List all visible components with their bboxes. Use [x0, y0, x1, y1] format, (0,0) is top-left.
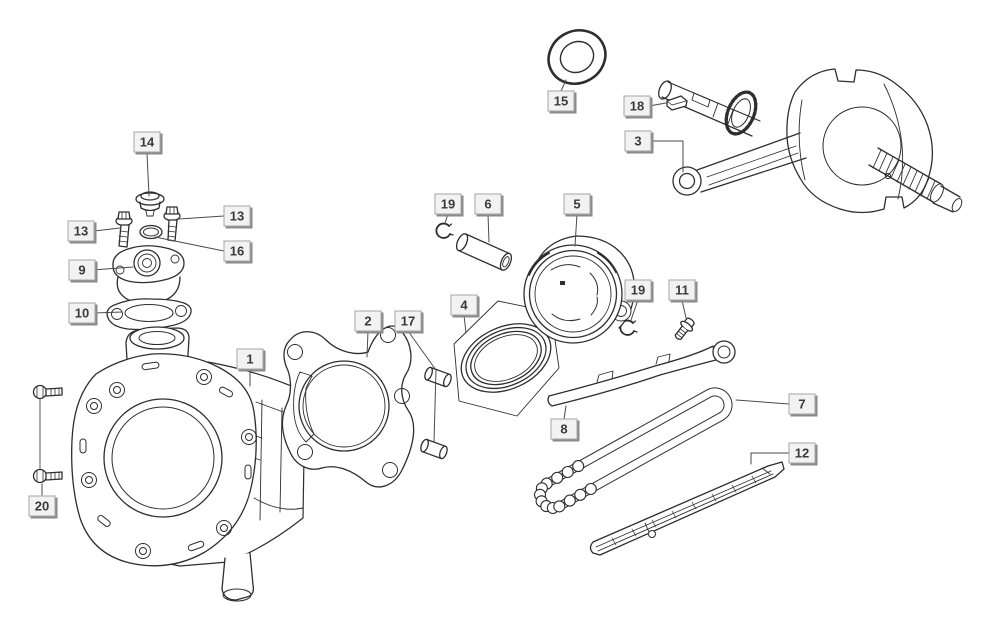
callout-13-right[interactable]: 13: [223, 205, 251, 227]
part-14-thermostat: [135, 191, 165, 217]
part-17-dowel-pins: [420, 366, 452, 460]
callout-17[interactable]: 17: [394, 310, 422, 332]
callout-11[interactable]: 11: [668, 279, 696, 301]
part-15-seal-ring: [547, 29, 607, 85]
callout-19-right[interactable]: 19: [624, 279, 652, 301]
part-13-bolt-right: [163, 206, 181, 242]
part-16-o-ring: [139, 224, 163, 240]
part-5-piston: [523, 235, 635, 344]
callout-10[interactable]: 10: [68, 302, 96, 324]
part-7-cam-chain: [533, 387, 733, 515]
callout-13-left[interactable]: 13: [67, 220, 95, 242]
callout-1[interactable]: 1: [236, 348, 264, 370]
part-19-circlip-left: [435, 222, 454, 239]
callout-7[interactable]: 7: [788, 393, 816, 415]
callout-3[interactable]: 3: [624, 130, 652, 152]
part-6-wrist-pin: [455, 233, 513, 271]
leader-lines: [41, 79, 790, 496]
part-10-housing-gasket: [106, 298, 192, 331]
part-13-bolt-left: [115, 211, 133, 248]
part-12-chain-guide-rail: [589, 461, 785, 556]
callout-2[interactable]: 2: [354, 310, 382, 332]
part-20-stud-bolts: [32, 384, 63, 484]
part-2-cylinder-gasket: [281, 325, 415, 488]
part-11-pivot-screw: [674, 317, 695, 341]
callout-4[interactable]: 4: [450, 294, 478, 316]
callout-15[interactable]: 15: [547, 90, 575, 112]
callout-14[interactable]: 14: [133, 131, 161, 153]
part-18-woodruff-key: [666, 95, 688, 111]
part-1-cylinder: [71, 326, 306, 602]
callout-6[interactable]: 6: [474, 193, 502, 215]
callout-20[interactable]: 20: [28, 495, 56, 517]
callout-9[interactable]: 9: [68, 259, 96, 281]
callout-16[interactable]: 16: [223, 240, 251, 262]
callout-5[interactable]: 5: [563, 193, 591, 215]
part-8-tensioner-blade: [547, 340, 736, 407]
callout-19-top[interactable]: 19: [434, 193, 462, 215]
callout-18[interactable]: 18: [623, 95, 651, 117]
part-19-circlip-right: [619, 319, 638, 336]
part-4-piston-ring-set: [453, 300, 560, 417]
callout-8[interactable]: 8: [550, 418, 578, 440]
callout-12[interactable]: 12: [788, 442, 816, 464]
part-3-crankshaft: [658, 68, 963, 214]
